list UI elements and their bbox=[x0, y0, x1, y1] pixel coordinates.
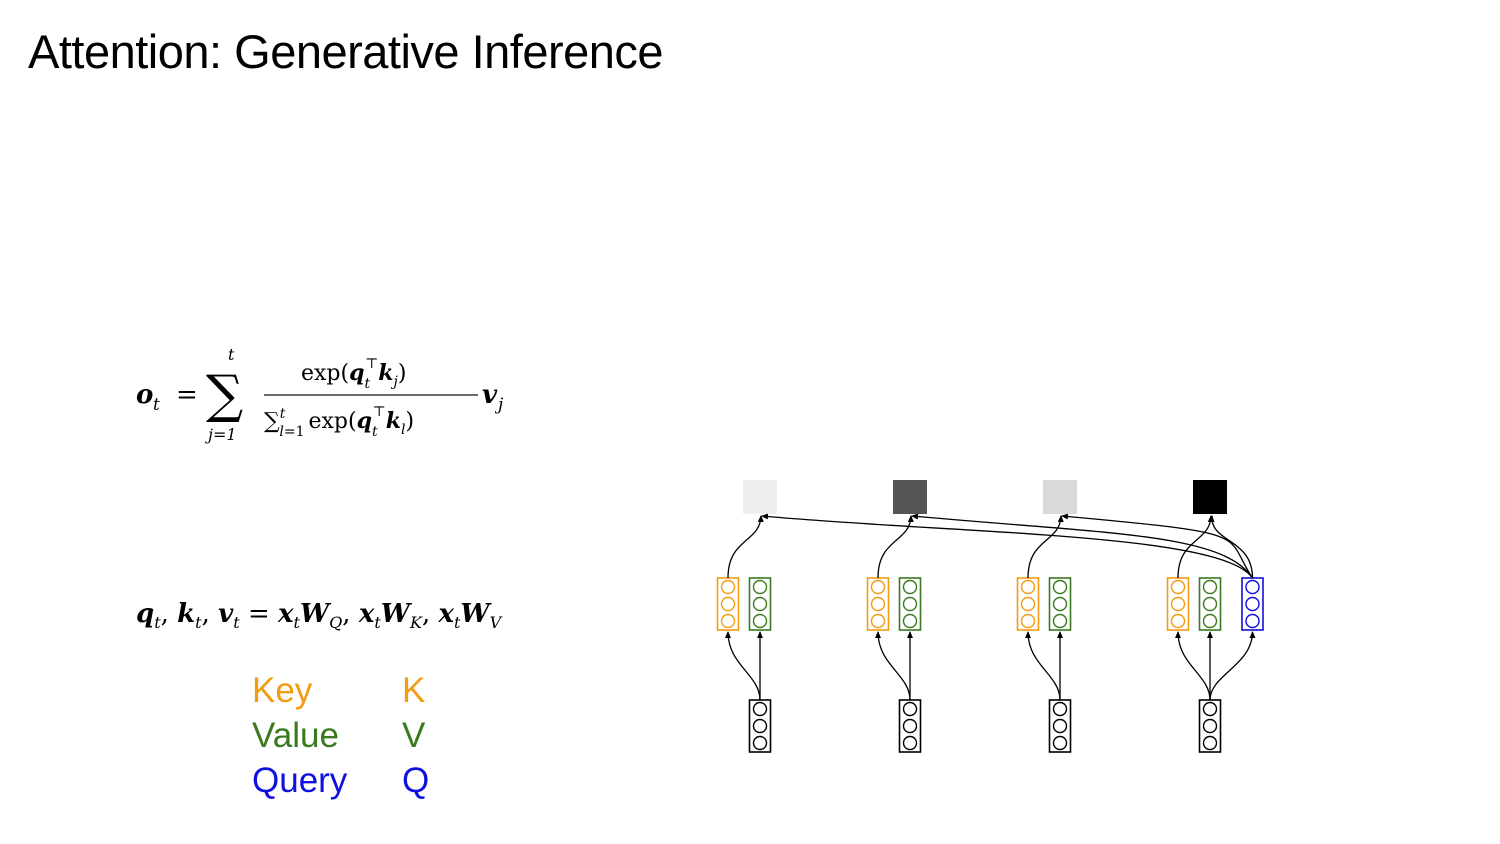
eq-sum-lower: j=1 bbox=[205, 425, 237, 444]
query-vector bbox=[1241, 577, 1264, 631]
key-to-output-arrow bbox=[877, 515, 914, 579]
legend-row-key: Key K bbox=[252, 668, 425, 713]
input-to-key-arrow bbox=[875, 631, 911, 701]
value-vector bbox=[748, 577, 772, 631]
projection-equation: qt, kt, vt = xtWQ, xtWK, xtWV bbox=[136, 599, 503, 632]
eq-trailing: v bbox=[482, 380, 498, 410]
legend-label-key: Key bbox=[252, 671, 313, 710]
query-to-output-arrow bbox=[761, 513, 1254, 579]
query-to-output-arrow bbox=[911, 513, 1254, 579]
sigma-icon: ∑ bbox=[206, 365, 243, 425]
query-to-output-arrow bbox=[1208, 515, 1254, 579]
key-vector bbox=[1166, 577, 1190, 631]
key-vector bbox=[716, 577, 740, 631]
key-to-output-arrow bbox=[1027, 515, 1064, 579]
output-square bbox=[893, 480, 927, 514]
legend-symbol-value: V bbox=[402, 716, 426, 755]
key-vector bbox=[1016, 577, 1040, 631]
legend-symbol-key: K bbox=[402, 671, 426, 710]
legend-label-query: Query bbox=[252, 761, 348, 800]
key-to-output-arrow bbox=[1177, 515, 1214, 579]
input-vector bbox=[1048, 699, 1072, 753]
query-to-output-arrow bbox=[1061, 513, 1254, 579]
value-vector bbox=[1198, 577, 1222, 631]
input-to-key-arrow bbox=[725, 631, 761, 701]
eq-trailing-sub: j bbox=[494, 395, 504, 415]
legend: Key K Value V Query Q bbox=[252, 668, 429, 803]
input-to-query-arrow bbox=[1209, 631, 1256, 701]
legend-row-value: Value V bbox=[252, 713, 425, 758]
projection-text: qt, kt, vt = xtWQ, xtWK, xtWV bbox=[136, 599, 503, 632]
slide-title: Attention: Generative Inference bbox=[28, 25, 664, 78]
input-vector bbox=[1198, 699, 1222, 753]
legend-row-query: Query Q bbox=[252, 758, 429, 803]
eq-equals: = bbox=[176, 380, 198, 410]
legend-label-value: Value bbox=[252, 716, 339, 755]
eq-lhs-sub: t bbox=[153, 395, 160, 415]
legend-symbol-query: Q bbox=[402, 761, 430, 800]
input-to-key-arrow bbox=[1175, 631, 1211, 701]
key-to-output-arrow bbox=[727, 515, 764, 579]
value-vector bbox=[1048, 577, 1072, 631]
output-square bbox=[1193, 480, 1227, 514]
eq-sum-upper: t bbox=[228, 345, 235, 364]
input-to-key-arrow bbox=[1025, 631, 1061, 701]
input-vector bbox=[898, 699, 922, 753]
output-square bbox=[743, 480, 777, 514]
value-vector bbox=[898, 577, 922, 631]
input-vector bbox=[748, 699, 772, 753]
output-square bbox=[1043, 480, 1077, 514]
key-vector bbox=[866, 577, 890, 631]
eq-lhs: o bbox=[136, 380, 153, 410]
